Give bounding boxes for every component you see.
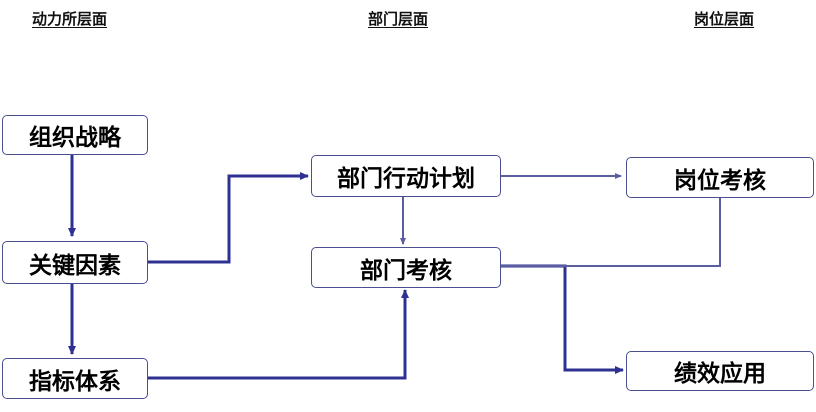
arrow-indicators-to-dept-assessment (147, 289, 409, 380)
arrow-dept-assessment-to-application (500, 264, 624, 374)
node-org-strategy: 组织战略 (2, 115, 148, 155)
header-dept-level: 部门层面 (368, 10, 429, 28)
node-key-factors: 关键因素 (2, 241, 148, 284)
node-dept-action-plan: 部门行动计划 (311, 155, 501, 197)
node-performance-application: 绩效应用 (626, 351, 814, 391)
node-indicator-system: 指标体系 (2, 358, 148, 399)
node-post-assessment: 岗位考核 (626, 157, 814, 198)
line-post-assessment-to-dept-assessment (500, 198, 721, 267)
arrow-factors-to-action-plan (147, 172, 309, 264)
node-dept-assessment: 部门考核 (311, 247, 501, 288)
header-post-level: 岗位层面 (694, 10, 755, 28)
header-org-level: 动力所层面 (32, 10, 108, 28)
